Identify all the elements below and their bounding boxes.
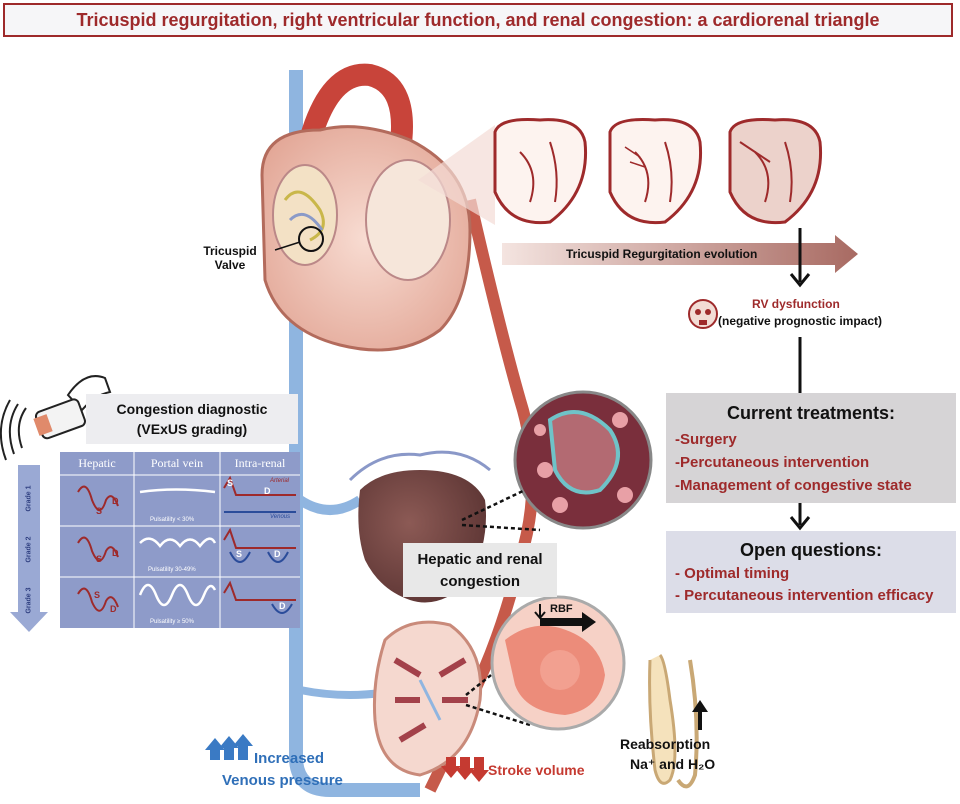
page-title: Tricuspid regurgitation, right ventricul… (3, 3, 953, 37)
zoom-wedge (418, 125, 495, 225)
congestion-line1: Hepatic and renal (417, 551, 543, 568)
wave-d-marker: D (112, 548, 119, 558)
liver-vessels (348, 450, 491, 482)
flow-arrows (789, 228, 811, 531)
treatments-heading: Current treatments: (726, 403, 896, 423)
tricuspid-label-line2: Valve (214, 258, 246, 272)
increased-label: Increased (254, 750, 325, 767)
venous-label: Venous (270, 514, 291, 520)
glomerulus-zoom-circle (490, 595, 626, 731)
open-question-item: - Optimal timing (675, 565, 790, 582)
vexus-col-hepatic: Hepatic (78, 456, 116, 470)
renal-d-marker: D (279, 601, 286, 611)
grade-label: Grade 2 (25, 536, 33, 563)
vexus-heading-box: Congestion diagnostic (VExUS grading) (86, 394, 298, 444)
tricuspid-label-line1: Tricuspid (203, 244, 257, 258)
vexus-col-intrarenal: Intra-renal (234, 456, 286, 470)
treatment-item: -Surgery (675, 431, 737, 448)
congestion-label-box: Hepatic and renal congestion (403, 543, 557, 597)
decreased-stroke-volume-arrows (441, 757, 489, 782)
grade-label: Grade 1 (25, 485, 33, 512)
congestion-line2: congestion (439, 573, 520, 590)
tr-evolution-label: Tricuspid Regurgitation evolution (566, 247, 758, 261)
reabsorption-label: Reabsorption (620, 736, 711, 752)
open-questions-heading: Open questions: (739, 540, 882, 560)
treatment-item: -Percutaneous intervention (675, 454, 870, 471)
vexus-grid (60, 452, 300, 628)
wave-s-marker: S (96, 506, 103, 516)
rv-dysfunction-label: RV dysfunction (752, 297, 840, 311)
nephron-tubule (648, 653, 699, 789)
renal-d-marker: D (274, 549, 281, 559)
treatment-item: -Management of congestive state (675, 477, 912, 494)
wave-s-marker: S (94, 590, 101, 600)
vexus-heading-line1: Congestion diagnostic (116, 401, 268, 417)
stroke-volume-label: Stroke volume (488, 762, 585, 778)
rv-prognosis-label: (negative prognostic impact) (718, 314, 883, 328)
skull-icon (688, 299, 718, 329)
tricuspid-valve-label: Tricuspid Valve (198, 244, 262, 272)
vexus-col-portal: Portal vein (150, 456, 204, 470)
wave-d-marker: D (110, 604, 117, 614)
open-questions-box: Open questions: - Optimal timing - Percu… (666, 531, 956, 613)
liver-zoom-circle (513, 390, 653, 530)
tr-evolution-arrow (502, 235, 858, 273)
rbf-arrow (540, 612, 596, 632)
tricuspid-highlight-circle (298, 226, 324, 252)
increased-pressure-arrows (205, 734, 253, 760)
vexus-heading-line2: (VExUS grading) (136, 421, 248, 437)
grade-label: Grade 3 (25, 587, 33, 614)
renal-s-marker: S (227, 478, 234, 488)
venous-pressure-label: Venous pressure (222, 772, 343, 789)
open-question-item: - Percutaneous intervention efficacy (675, 587, 934, 604)
grade-arrow (10, 465, 48, 632)
kidney-illustration (372, 620, 483, 777)
renal-d-marker: D (264, 486, 271, 496)
reabsorption-up-arrow (692, 700, 708, 730)
pulsatility-label: Pulsatility 30-49% (148, 567, 196, 573)
na-h2o-label: Na⁺ and H₂O (630, 756, 716, 772)
current-treatments-box: Current treatments: -Surgery -Percutaneo… (666, 393, 956, 503)
arterial-label: Arterial (270, 478, 290, 484)
rbf-label: RBF (550, 603, 573, 615)
pulsatility-label: Pulsatility < 30% (150, 517, 195, 523)
tr-evolution-hearts (493, 118, 823, 225)
heart-illustration (260, 125, 472, 352)
pulsatility-label: Pulsatility ≥ 50% (150, 619, 194, 625)
renal-s-marker: S (236, 549, 243, 559)
wave-s-marker: S (96, 554, 103, 564)
wave-d-marker: D (112, 496, 119, 506)
